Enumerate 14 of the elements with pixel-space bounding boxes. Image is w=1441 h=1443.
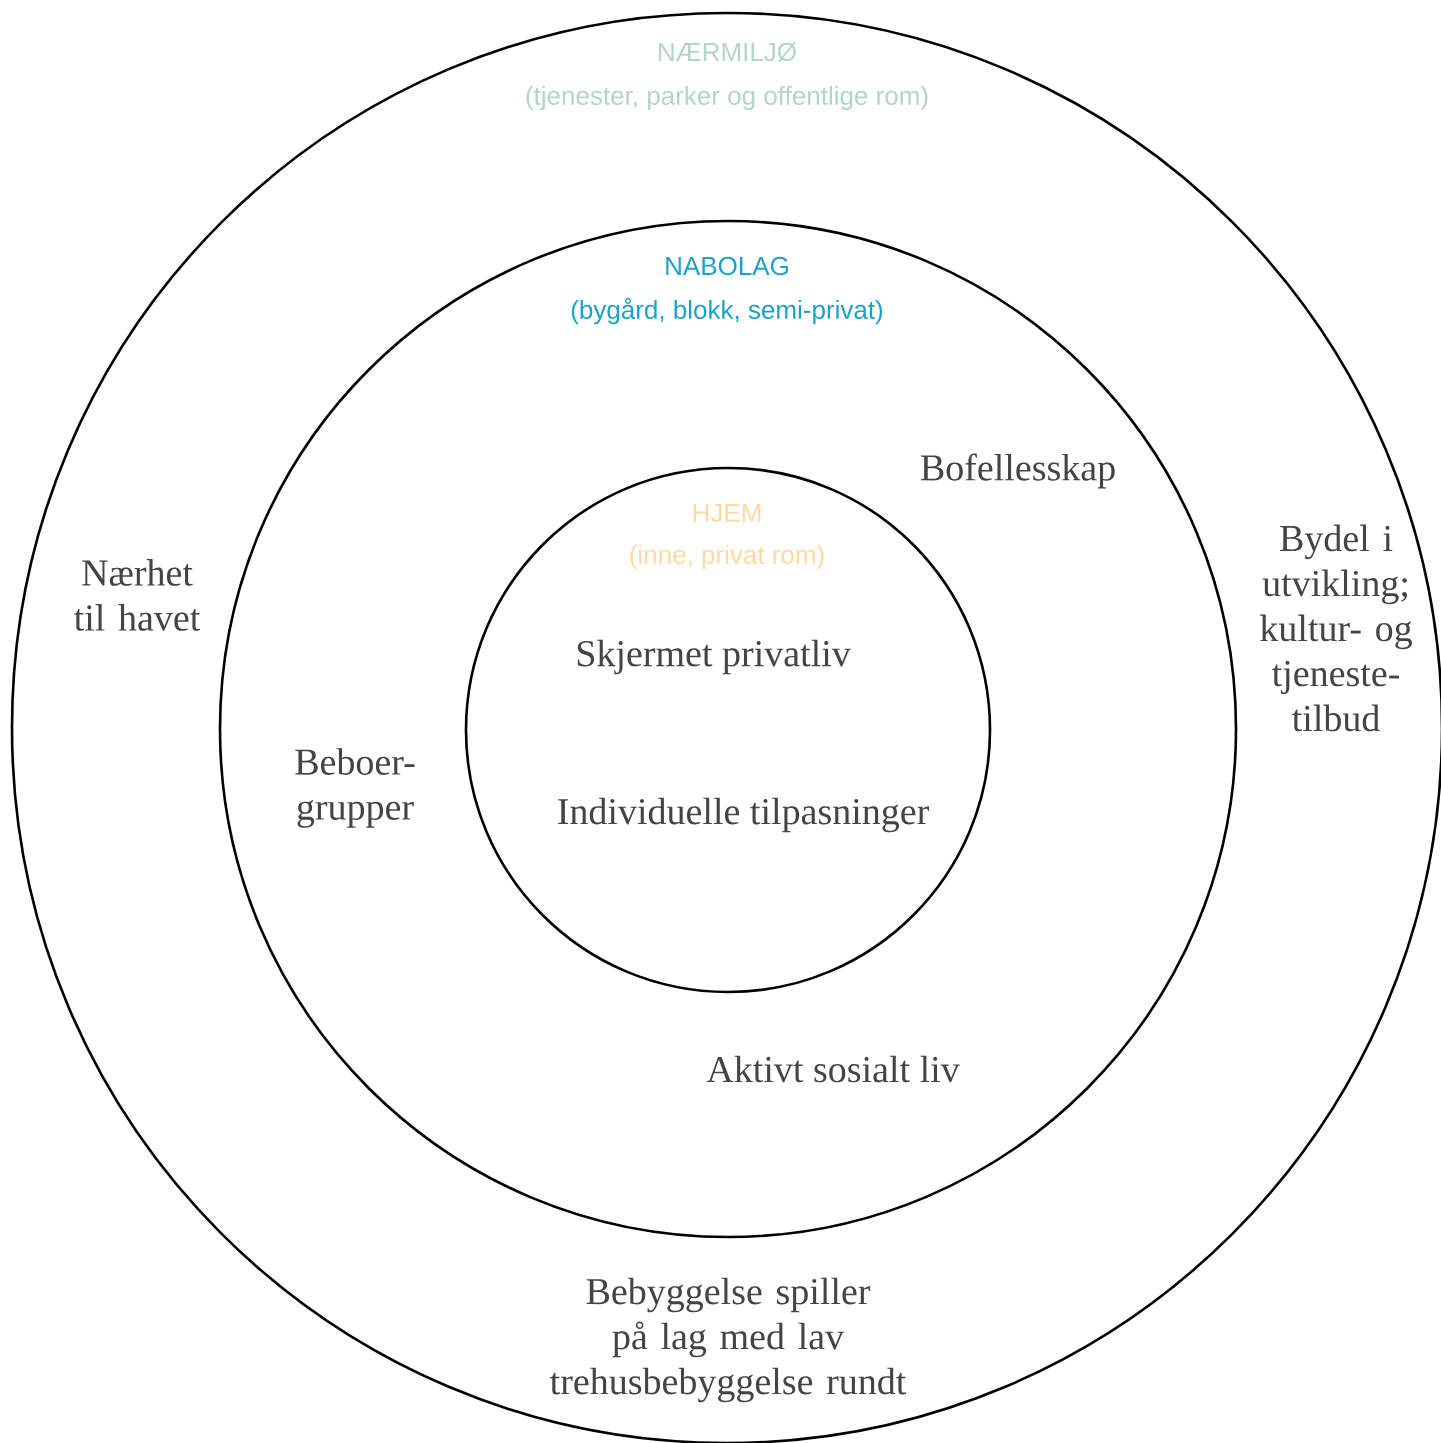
text-label: Bydel i utvikling; kultur- og tjeneste- tilbud [1260,524,1412,732]
zone-subtitle: (tjenester, parker og offentlige rom) [526,85,928,111]
text-label: Aktivt sosialt liv [706,1055,960,1083]
text-label: Bofellesskap [920,453,1115,489]
text-label: Nærhet til havet [74,559,201,631]
zone-subtitle: (inne, privat rom) [630,544,824,570]
text-label: Skjermet privatliv [577,639,851,675]
text-label: Beboer- grupper [295,748,415,828]
zone-heading: NABOLAG [666,256,788,276]
text-label: Individuelle tilpasninger [558,797,929,833]
zone-heading: HJEM [693,503,761,523]
zone-heading: NÆRMILJØ [659,42,797,62]
text-label: Bebyggelse spiller på lag med lav trehusbebyggelse rundt [550,1277,907,1403]
zone-subtitle: (bygård, blokk, semi-privat) [571,297,883,325]
